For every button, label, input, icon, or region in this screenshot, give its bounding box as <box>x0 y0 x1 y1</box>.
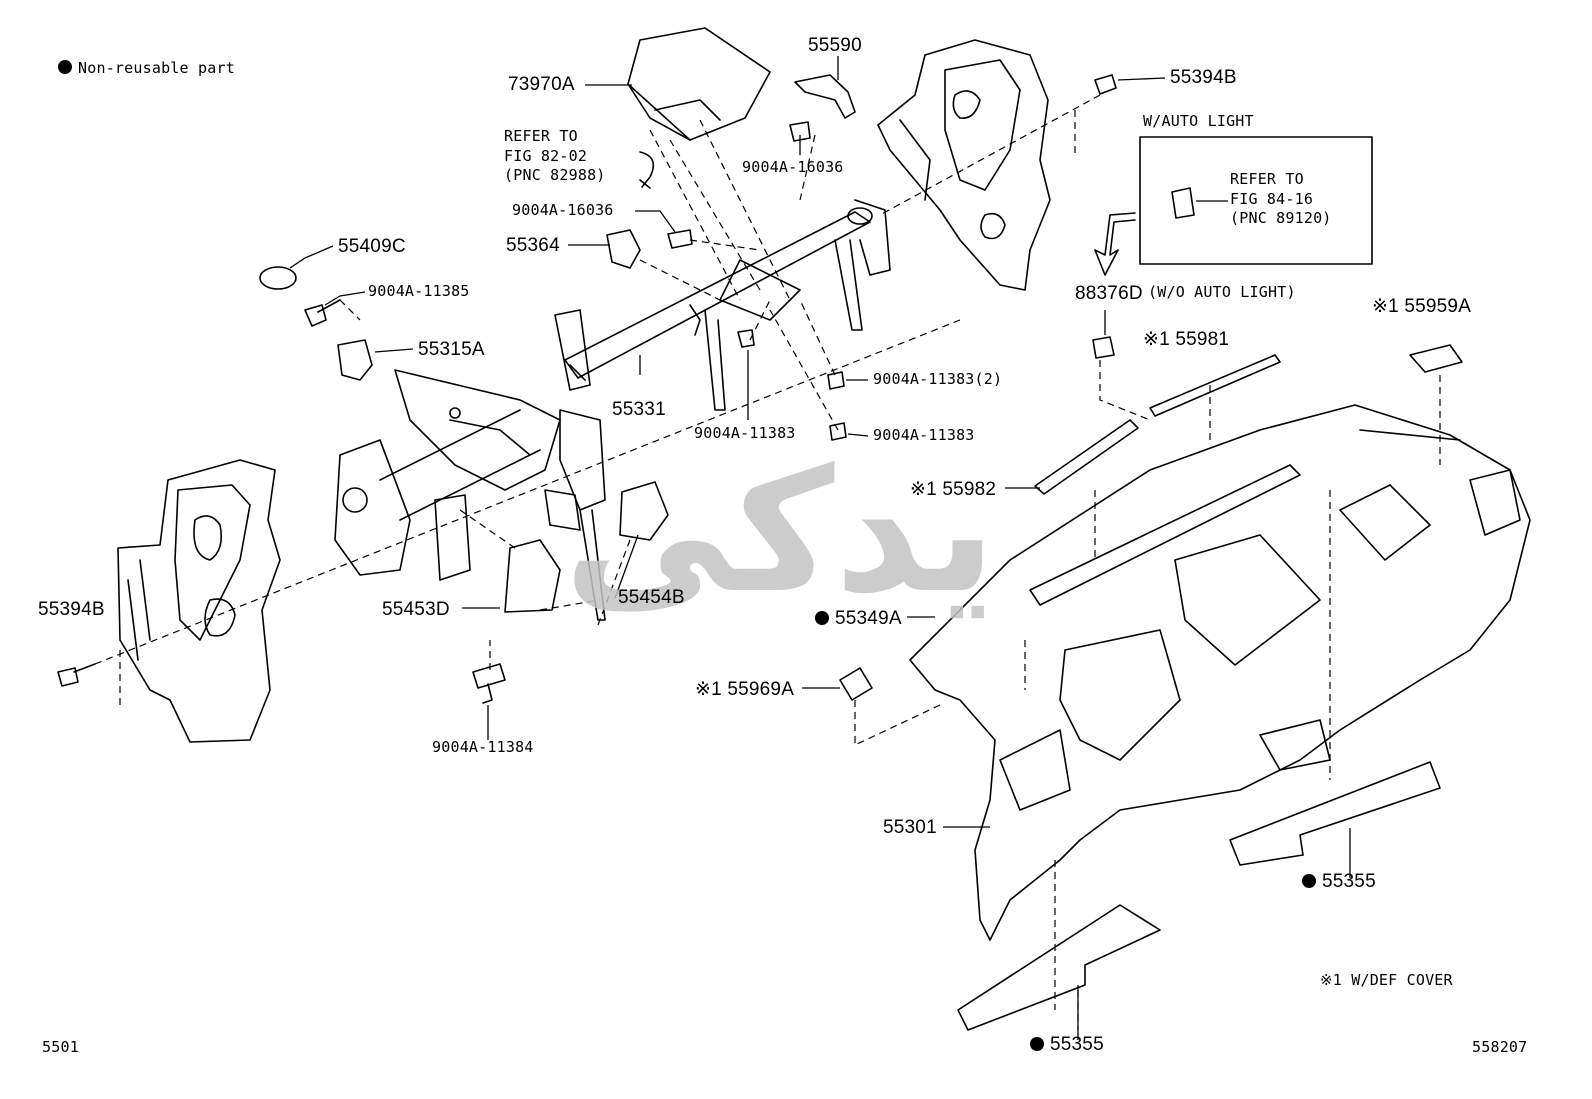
label-55331: 55331 <box>612 399 666 420</box>
part-55364-shape <box>606 229 641 269</box>
label-55349A: 55349A <box>815 609 902 628</box>
label-9004A-16036-a: 9004A-16036 <box>742 158 844 176</box>
part-55969A-shape <box>839 667 873 701</box>
label-9004A-16036-b: 9004A-16036 <box>512 201 614 219</box>
label-73970A: 73970A <box>508 74 575 95</box>
label-55394B-left: 55394B <box>38 599 105 620</box>
part-55331-shape <box>564 199 891 411</box>
screw-11383-2-shape <box>827 371 845 390</box>
label-55982: ※1 55982 <box>910 479 997 500</box>
label-9004A-11383-a: 9004A-11383 <box>694 424 796 442</box>
label-55394B-top: 55394B <box>1170 67 1237 88</box>
part-73970A-shape <box>627 27 771 141</box>
part-55959A-shape <box>1409 344 1463 373</box>
part-55454B-shape <box>619 481 669 541</box>
label-55355-right: 55355 <box>1302 872 1376 891</box>
label-9004A-11384: 9004A-11384 <box>432 738 534 756</box>
screw-11383-b-shape <box>829 422 847 441</box>
part-88376D-shape <box>1092 336 1115 359</box>
label-55454B: 55454B <box>618 587 685 608</box>
label-55315A: 55315A <box>418 339 485 360</box>
label-55364: 55364 <box>506 235 560 256</box>
leader-lines <box>289 56 1351 1040</box>
bolt-55394B-top-shape <box>1094 74 1117 95</box>
part-55315A-shape <box>337 339 373 381</box>
label-55453D: 55453D <box>382 599 450 620</box>
label-55355-bottom: 55355 <box>1030 1035 1104 1054</box>
steering-bracket-shape <box>334 309 606 621</box>
label-9004A-11383-2: 9004A-11383(2) <box>873 370 1003 388</box>
refer-fig-82-02: REFER TO FIG 82-02 (PNC 82988) <box>504 127 606 184</box>
label-88376D-note: (W/O AUTO LIGHT) <box>1148 283 1296 301</box>
auto-light-sensor-icon <box>1171 187 1195 219</box>
screw-11383-a-shape <box>737 329 755 348</box>
auto-light-title: W/AUTO LIGHT <box>1143 112 1254 130</box>
part-55409C-shape <box>259 266 297 290</box>
refer-fig-84-16: REFER TO FIG 84-16 (PNC 89120) <box>1230 170 1332 227</box>
part-55355-bottom-shape <box>957 904 1161 1031</box>
connector-82988-shape <box>639 151 655 189</box>
right-body-panel <box>877 39 1051 291</box>
label-55590: 55590 <box>808 35 862 56</box>
auto-light-arrow <box>1094 212 1136 276</box>
label-55969A: ※1 55969A <box>695 679 795 700</box>
label-9004A-11385: 9004A-11385 <box>368 282 470 300</box>
part-55982-shape <box>1034 419 1139 495</box>
bolt-9004A-11384-shape <box>472 663 506 704</box>
label-88376D: 88376D <box>1075 283 1143 304</box>
left-body-panel <box>117 459 281 743</box>
part-55590-shape <box>794 74 856 119</box>
label-55409C: 55409C <box>338 236 406 257</box>
auto-light-box <box>1139 136 1373 265</box>
label-55959A: ※1 55959A <box>1372 296 1472 317</box>
legend-non-reusable: Non-reusable part <box>58 60 235 76</box>
footer-right-code: 558207 <box>1472 1038 1528 1056</box>
part-55301-shape <box>909 404 1531 941</box>
part-55981-shape <box>1149 354 1281 417</box>
screw-16036-b-shape <box>789 121 811 142</box>
footer-left-code: 5501 <box>42 1038 79 1056</box>
screw-16036-a-shape <box>667 229 693 249</box>
part-55453D-shape <box>504 539 561 613</box>
bolt-55394B-left-shape <box>57 663 96 687</box>
label-9004A-11383-b: 9004A-11383 <box>873 426 975 444</box>
screw-9004A-11385-shape <box>304 299 341 327</box>
part-55355-right-shape <box>1229 761 1441 866</box>
label-55301: 55301 <box>883 817 937 838</box>
watermark: یدکی <box>564 433 997 631</box>
label-55981: ※1 55981 <box>1143 329 1230 350</box>
def-cover-note: ※1 W/DEF COVER <box>1320 971 1453 989</box>
